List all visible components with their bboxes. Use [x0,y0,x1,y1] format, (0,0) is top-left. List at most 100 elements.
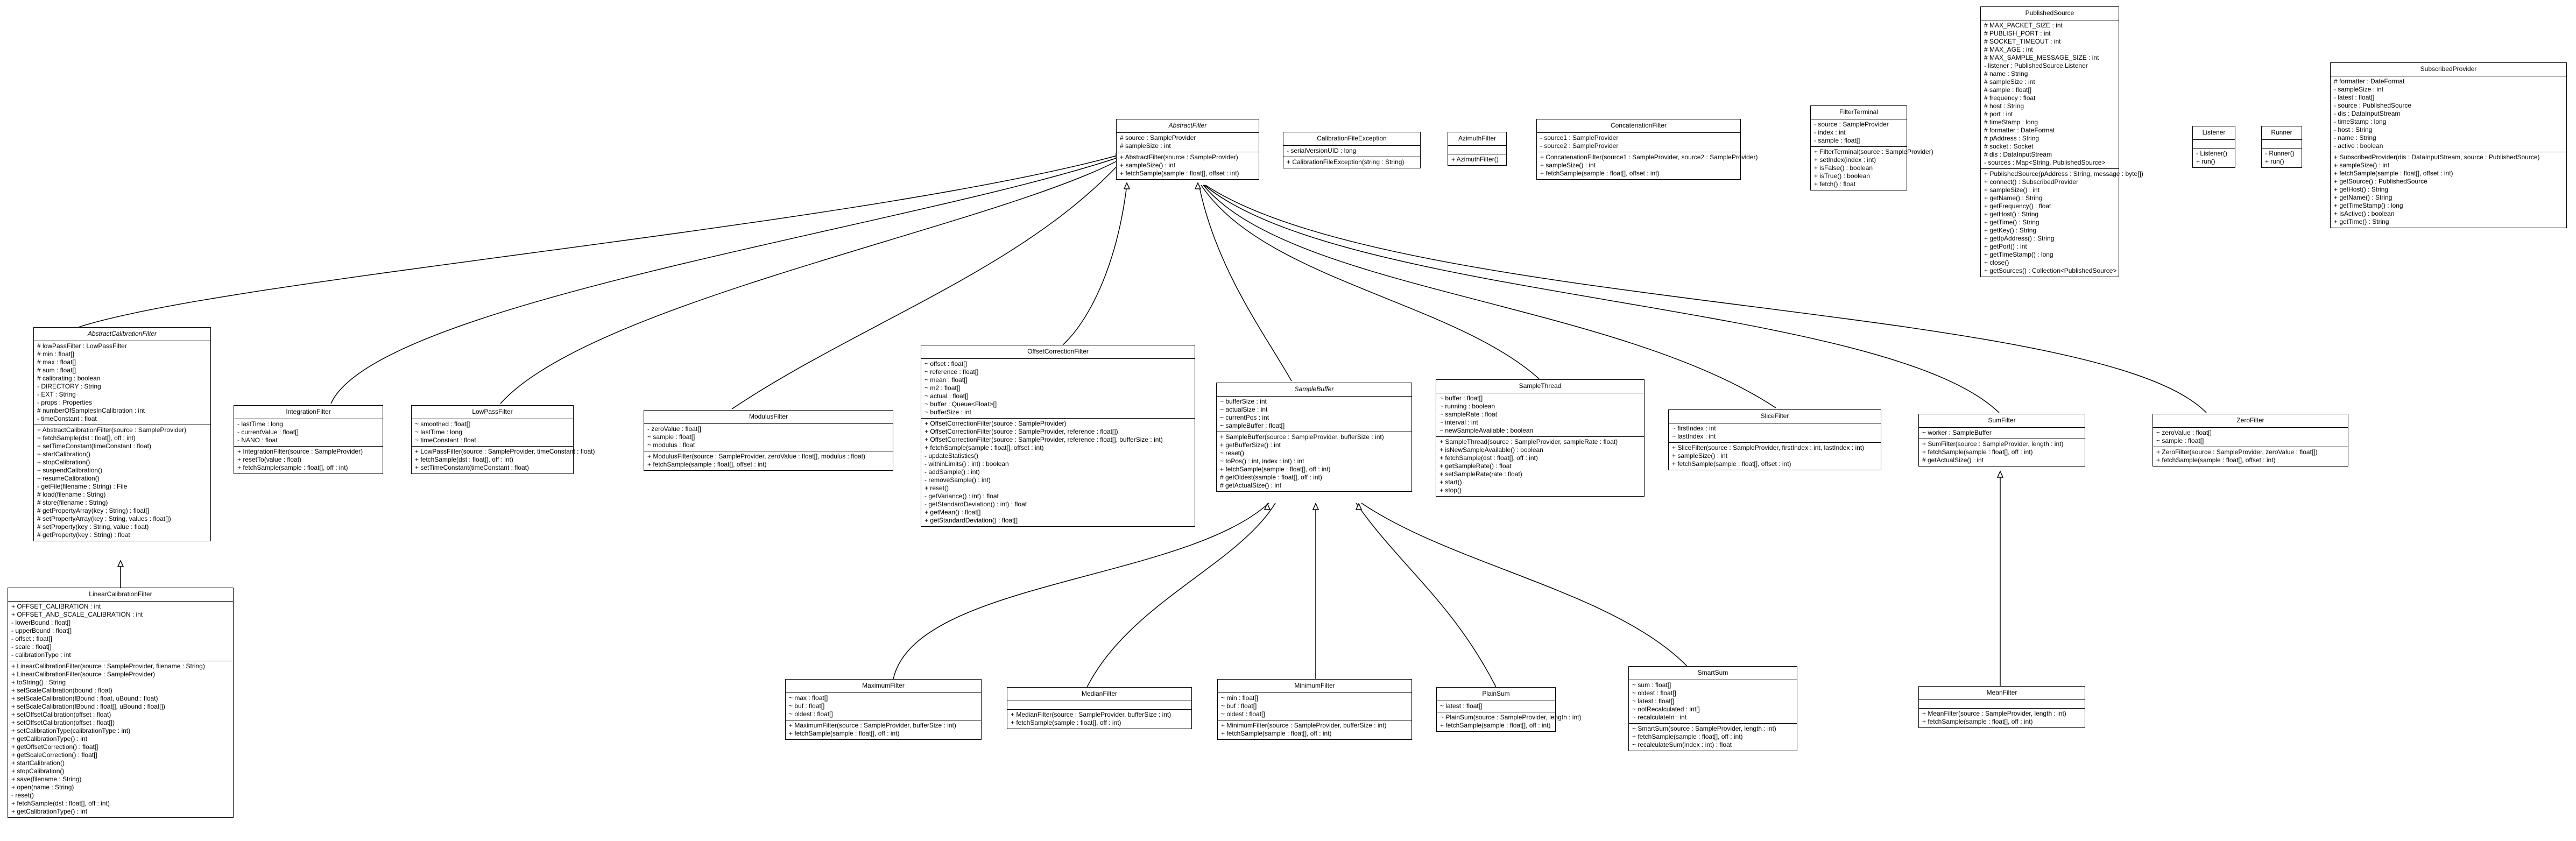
operation: + LowPassFilter(source : SampleProvider,… [415,448,595,455]
arrowhead-samplebuffer-right [1355,503,1363,510]
attribute: ~ lastTime : long [415,428,462,436]
operations-compartment: - Runner()+ run() [2262,148,2302,167]
operation: - addSample() : int) [924,468,980,476]
operation: + resetTo(value : float) [237,456,302,463]
operation: + setIndex(index : int) [1814,156,1876,164]
operation: + FilterTerminal(source : SampleProvider… [1814,148,1933,156]
edge-samplethread-to-abstractfilter [1201,185,1540,379]
operation: + getMean() : float[] [924,508,981,516]
attributes-compartment: ~ latest : float[] [1437,701,1555,712]
class-box-low-pass-filter: LowPassFilter~ smoothed : float[]~ lastT… [411,405,595,474]
class-name: IntegrationFilter [234,406,383,419]
operation: + setTimeConstant(timeConstant : float) [415,464,529,471]
class-box-slice-filter: SliceFilter~ firstIndex : int~ lastIndex… [1668,409,1881,470]
class-box-maximum-filter: MaximumFilter~ max : float[]~ buf : floa… [785,679,982,740]
operation: # getOldest(sample : float[], off : int) [1220,473,1322,481]
operation: # getProperty(key : String) : float [37,531,130,539]
attribute: # calibrating : boolean [37,374,101,382]
operation: + fetchSample(sample : float[], offset :… [1120,169,1239,177]
class-box-concatenation-filter: ConcatenationFilter- source1 : SamplePro… [1536,119,1758,180]
attribute: - lowerBound : float[] [11,619,71,626]
operation: + getSampleRate() : float [1439,462,1512,470]
operation: ~ recalculateSum(index : int) : float [1632,741,1732,748]
attribute: # MAX_PACKET_SIZE : int [1984,22,2063,29]
attribute: - scale : float[] [11,643,52,651]
operations-compartment: + ConcatenationFilter(source1 : SamplePr… [1537,152,1758,179]
operation: + setCalibrationType(calibrationType : i… [11,727,131,734]
operations-compartment: + MinimumFilter(source : SampleProvider,… [1218,720,1411,739]
operation: + IntegrationFilter(source : SampleProvi… [237,448,363,455]
operations-compartment: + CalibrationFileException(string : Stri… [1283,157,1420,168]
class-name: ModulusFilter [644,411,893,424]
attribute: # min : float[] [37,350,74,358]
attribute: - name : String [2334,134,2376,142]
operation: + MedianFilter(source : SampleProvider, … [1011,711,1171,718]
operation: + MinimumFilter(source : SampleProvider,… [1221,722,1387,729]
class-name: LowPassFilter [412,406,573,419]
attribute: ~ sampleBuffer : float[] [1220,422,1285,429]
operation: + CalibrationFileException(string : Stri… [1287,158,1405,166]
attribute: ~ bufferSize : int [924,408,971,416]
attribute: + OFFSET_AND_SCALE_CALIBRATION : int [11,611,143,618]
attribute: # sample : float[] [1984,86,2032,94]
attribute: - currentValue : float[] [237,428,299,436]
operation: + OffsetCorrectionFilter(source : Sample… [924,436,1163,443]
attribute: - DIRECTORY : String [37,383,101,390]
operation: + SumFilter(source : SampleProvider, len… [1922,440,2064,448]
attribute: # sum : float[] [37,366,76,374]
operation: + SubscribedProvider(dis : DataInputStre… [2334,153,2540,161]
class-name: SumFilter [1919,414,2085,428]
operation: + fetchSample(dst : float[], off : int) [37,434,136,442]
operation: + setScaleCalibration(lBound : float[], … [11,703,165,710]
operations-compartment: + PublishedSource(pAddress : String, mes… [1981,168,2143,277]
operation: + LinearCalibrationFilter(source : Sampl… [11,670,156,678]
class-name: MeanFilter [1919,687,2085,700]
attribute: - lastTime : long [237,420,283,428]
arrowhead-samplebuffer [1312,503,1319,510]
attribute: # MAX_AGE : int [1984,46,2033,53]
class-name: SampleBuffer [1217,383,1411,397]
operations-compartment: + FilterTerminal(source : SampleProvider… [1811,146,1933,190]
operation: + setSampleRate(rate : float) [1439,470,1522,478]
attributes-compartment: - source1 : SampleProvider- source2 : Sa… [1537,133,1740,152]
attribute: ~ newSampleAvailable : boolean [1439,427,1534,434]
attribute: ~ actualSize : int [1220,406,1268,413]
attribute: ~ max : float[] [789,694,828,702]
attributes-compartment: # MAX_PACKET_SIZE : int# PUBLISH_PORT : … [1981,20,2119,168]
attribute: # SOCKET_TIMEOUT : int [1984,38,2061,45]
edge-smartsum-to-samplebuffer [1361,503,1688,667]
operation: + getTimeStamp() : long [1984,251,2053,258]
class-name: SubscribedProvider [2331,63,2566,76]
attribute: # formatter : DateFormat [2334,77,2405,85]
operation: + resumeCalibration() [37,475,100,482]
attribute: # PUBLISH_PORT : int [1984,30,2051,37]
attribute: - dis : DataInputStream [2334,110,2401,117]
operation: + isActive() : boolean [2334,210,2395,217]
attribute: ~ notRecalculated : int[] [1632,705,1700,713]
attributes-compartment [2193,140,2235,148]
operation: + fetchSample(sample : float[], off : in… [237,464,348,471]
operation: # getActualSize() : int [1922,456,1984,464]
operation: # getPropertyArray(key : String) : float… [37,507,150,514]
attribute: ~ sampleRate : float [1439,411,1498,418]
operation: + setScaleCalibration(bound : float) [11,687,112,694]
operation: + run() [2265,158,2284,165]
attribute: - source : PublishedSource [2334,102,2412,109]
operation: + getTime() : String [2334,218,2389,225]
operation: + fetchSample(sample : float[], off : in… [1632,733,1743,740]
attributes-compartment: ~ firstIndex : int~ lastIndex : int [1669,423,1881,442]
operation: - Runner() [2265,150,2295,157]
attribute: - sources : Map<String, PublishedSource> [1984,159,2106,166]
operation: ~ SmartSum(source : SampleProvider, leng… [1632,725,1776,732]
operation: + close() [1984,259,2009,266]
operation: + startCalibration() [37,450,91,458]
class-box-integration-filter: IntegrationFilter- lastTime : long- curr… [234,405,383,474]
operation: + setTimeConstant(timeConstant : float) [37,442,151,450]
edge-sumfilter-to-abstractfilter [1204,185,2000,413]
operation: + fetchSample(sample : float[], off : in… [789,730,900,737]
operation: + AbstractFilter(source : SampleProvider… [1120,153,1238,161]
operation: + getOffsetCorrection() : float[] [11,743,98,751]
operation: + getSources() : Collection<PublishedSou… [1984,267,2117,274]
attributes-compartment: - source : SampleProvider- index : int- … [1811,119,1907,146]
